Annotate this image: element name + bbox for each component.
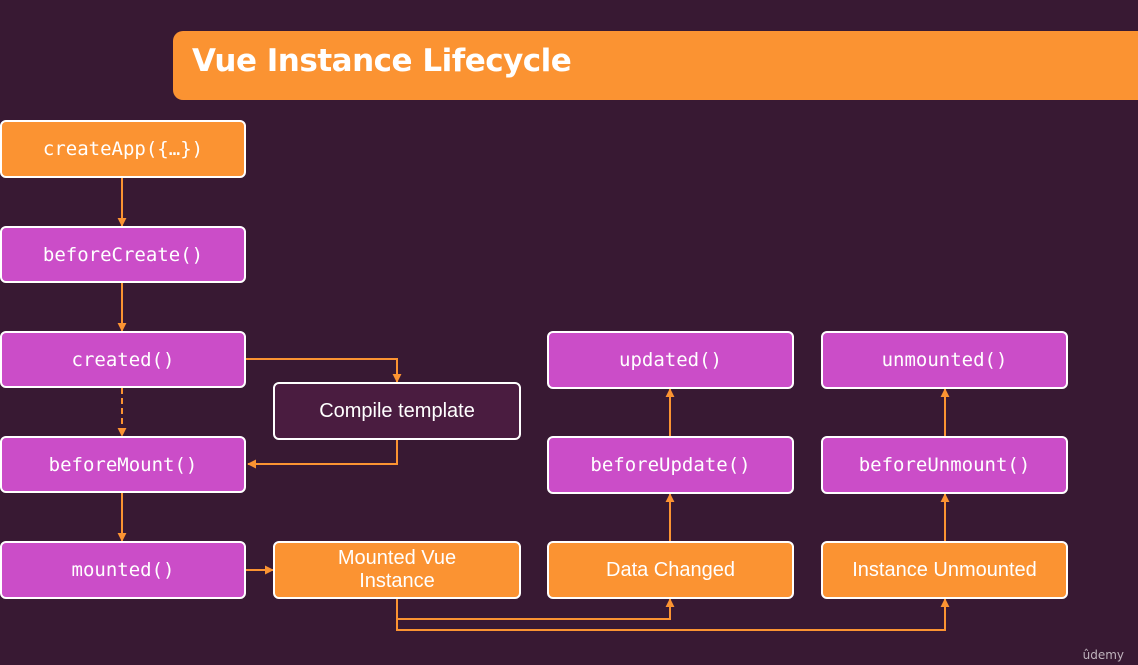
node-before-unmount: beforeUnmount() xyxy=(821,436,1068,494)
node-before-update: beforeUpdate() xyxy=(547,436,794,494)
node-mounted-vue-instance: Mounted Vue Instance xyxy=(273,541,521,599)
arrow-instance-to-unmounted xyxy=(396,598,950,631)
node-unmounted: unmounted() xyxy=(821,331,1068,389)
node-instance-unmounted: Instance Unmounted xyxy=(821,541,1068,599)
node-mounted: mounted() xyxy=(0,541,246,599)
node-before-create: beforeCreate() xyxy=(0,226,246,283)
arrow-created-to-compile xyxy=(246,358,402,383)
arrow-instance-to-data-changed xyxy=(396,598,675,620)
node-compile-template: Compile template xyxy=(273,382,521,440)
node-before-mount: beforeMount() xyxy=(0,436,246,493)
node-create-app: createApp({…}) xyxy=(0,120,246,178)
arrow-compile-to-beforemount xyxy=(247,440,398,469)
udemy-logo: ûdemy xyxy=(1082,648,1124,662)
node-data-changed: Data Changed xyxy=(547,541,794,599)
title-bar: Vue Instance Lifecycle xyxy=(173,31,1138,100)
node-updated: updated() xyxy=(547,331,794,389)
page-title: Vue Instance Lifecycle xyxy=(192,43,572,79)
node-created: created() xyxy=(0,331,246,388)
